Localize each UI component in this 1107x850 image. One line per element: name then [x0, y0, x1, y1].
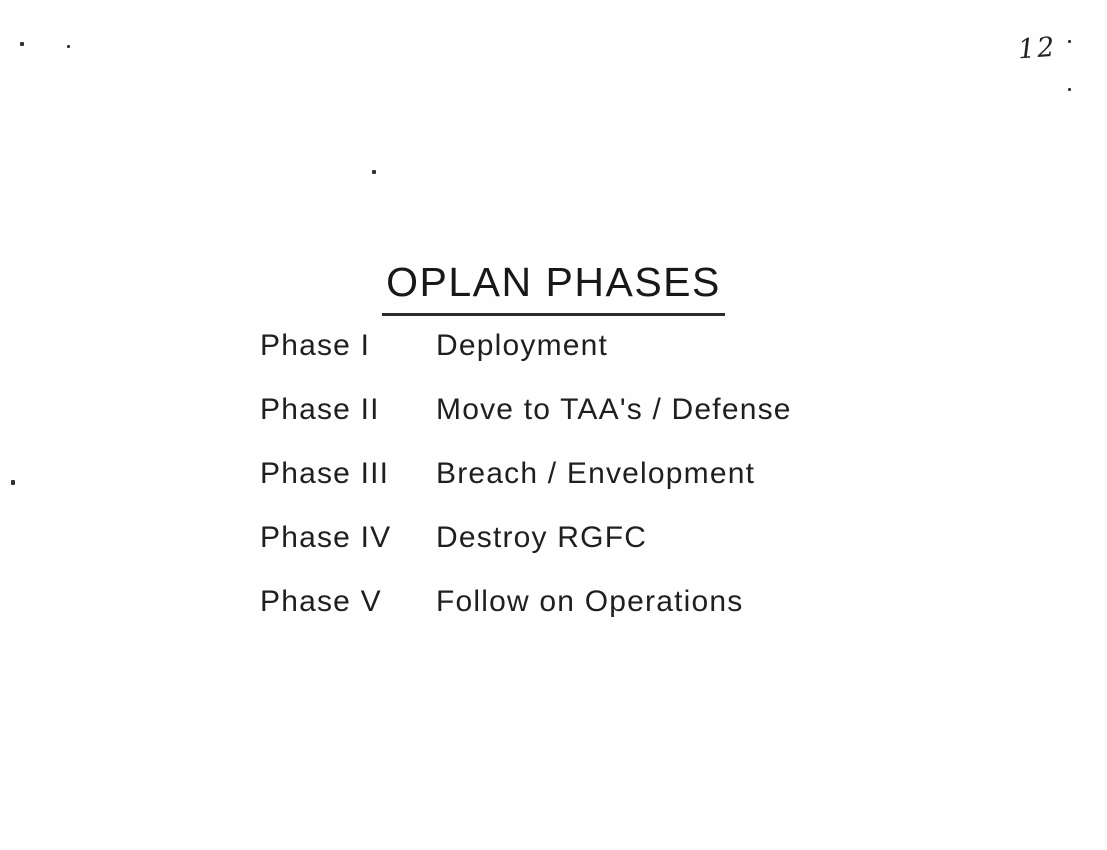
phase-row: Phase V Follow on Operations	[260, 587, 792, 617]
title-wrap: OPLAN PHASES	[0, 259, 1107, 316]
scan-speck	[1068, 40, 1071, 43]
phase-row: Phase III Breach / Envelopment	[260, 459, 792, 489]
phase-row: Phase II Move to TAA's / Defense	[260, 395, 792, 425]
phase-description: Move to TAA's / Defense	[436, 393, 792, 426]
phase-row: Phase IV Destroy RGFC	[260, 523, 792, 553]
phase-label: Phase II	[260, 393, 380, 426]
scan-speck	[1068, 88, 1071, 91]
phase-row: Phase I Deployment	[260, 331, 792, 361]
scan-speck	[372, 170, 376, 174]
phase-label: Phase V	[260, 585, 382, 618]
phase-label: Phase III	[260, 457, 390, 490]
page-number: 12	[1016, 31, 1058, 66]
phase-description: Breach / Envelopment	[436, 457, 756, 490]
scan-speck	[20, 42, 24, 46]
phase-label: Phase I	[260, 329, 371, 362]
scan-speck	[11, 480, 15, 485]
phase-description: Follow on Operations	[436, 585, 744, 618]
scan-speck	[67, 45, 70, 48]
phase-label: Phase IV	[260, 521, 392, 554]
phase-description: Destroy RGFC	[436, 521, 648, 554]
phase-list: Phase I Deployment Phase II Move to TAA'…	[260, 331, 792, 617]
page-title: OPLAN PHASES	[382, 259, 725, 316]
phase-description: Deployment	[436, 329, 609, 362]
